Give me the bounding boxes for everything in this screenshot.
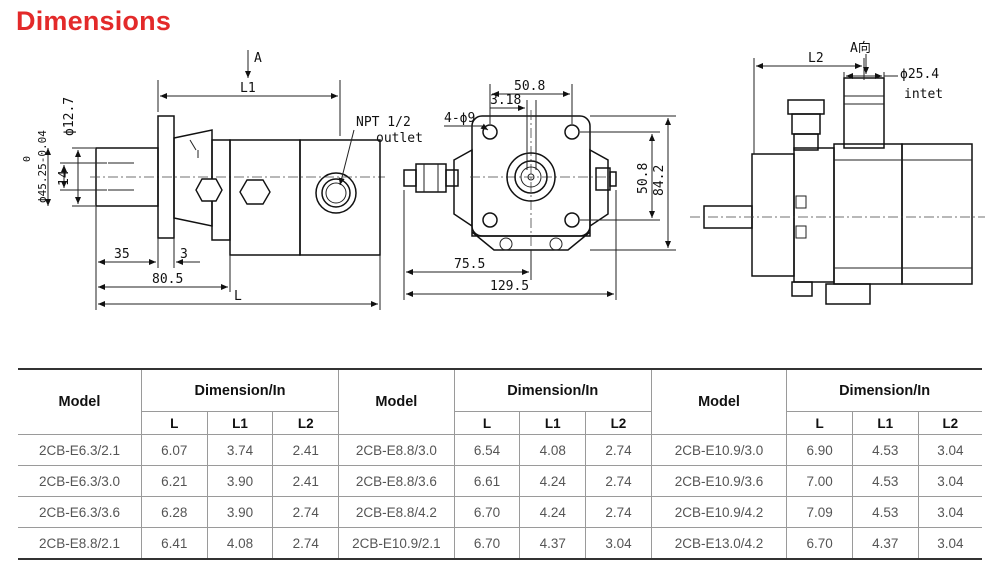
model-cell: 2CB-E10.9/3.0 (650, 434, 788, 466)
value-cell: 3.04 (917, 465, 982, 497)
dim-L1: L1 (240, 81, 256, 96)
value-cell: 6.21 (140, 465, 208, 497)
model-cell: 2CB-E8.8/2.1 (18, 527, 142, 560)
dim-L: L (234, 289, 242, 304)
dim-129-5: 129.5 (490, 279, 529, 294)
dim-3: 3 (180, 247, 188, 262)
value-cell: 3.04 (917, 434, 982, 466)
dim-50-8-top: 50.8 (514, 79, 545, 94)
value-cell: 4.08 (206, 527, 274, 560)
value-cell: 6.28 (140, 496, 208, 528)
model-cell: 2CB-E8.8/3.0 (338, 434, 455, 466)
dim-d14: 14 (57, 170, 72, 186)
value-cell: 4.37 (519, 527, 587, 560)
col-L2: L2 (585, 411, 652, 435)
dim-75-5: 75.5 (454, 257, 485, 272)
dim-3-18: 3.18 (490, 93, 521, 108)
col-L: L (141, 411, 208, 435)
dim-d45-tol: 0 (22, 156, 33, 162)
side-view: A L1 NPT 1/2 outlet (22, 50, 423, 310)
value-cell: 3.74 (206, 434, 274, 466)
value-cell: 3.90 (206, 465, 274, 497)
top-view: L2 A向 ϕ25.4 intet (690, 40, 985, 305)
table-row: 2CB-E6.3/3.0 6.21 3.90 2.41 2CB-E8.8/3.6… (18, 465, 982, 497)
model-header: Model (18, 368, 142, 435)
value-cell: 7.00 (786, 465, 853, 497)
value-cell: 2.74 (585, 434, 652, 466)
value-cell: 6.41 (140, 527, 208, 560)
value-cell: 4.53 (851, 496, 919, 528)
value-cell: 6.70 (786, 527, 853, 560)
value-cell: 2.74 (272, 527, 340, 560)
dim-80-5: 80.5 (152, 272, 183, 287)
value-cell: 4.53 (851, 465, 919, 497)
model-cell: 2CB-E8.8/3.6 (338, 465, 455, 497)
dim-d12: ϕ12.7 (62, 97, 77, 136)
value-cell: 6.70 (453, 527, 521, 560)
value-cell: 2.74 (272, 496, 340, 528)
table-row: 2CB-E6.3/3.6 6.28 3.90 2.74 2CB-E8.8/4.2… (18, 496, 982, 528)
col-L2: L2 (272, 411, 340, 435)
value-cell: 6.07 (140, 434, 208, 466)
col-L1: L1 (851, 411, 919, 435)
value-cell: 6.54 (453, 434, 521, 466)
value-cell: 2.41 (272, 465, 340, 497)
model-header: Model (650, 368, 788, 435)
value-cell: 3.04 (917, 496, 982, 528)
value-cell: 6.61 (453, 465, 521, 497)
col-L: L (786, 411, 853, 435)
dimensions-table: Model Dimension/In Model Dimension/In Mo… (18, 368, 982, 560)
value-cell: 4.08 (519, 434, 587, 466)
value-cell: 4.37 (851, 527, 919, 560)
model-cell: 2CB-E6.3/3.6 (18, 496, 142, 528)
view-a-label: A向 (850, 40, 871, 56)
inlet-label: intet (904, 87, 943, 102)
dim-84-2: 84.2 (652, 165, 667, 196)
value-cell: 7.09 (786, 496, 853, 528)
value-cell: 3.90 (206, 496, 274, 528)
model-cell: 2CB-E10.9/2.1 (338, 527, 455, 560)
value-cell: 4.53 (851, 434, 919, 466)
table-row: 2CB-E6.3/2.1 6.07 3.74 2.41 2CB-E8.8/3.0… (18, 434, 982, 466)
model-header: Model (338, 368, 455, 435)
dimension-header: Dimension/In (140, 368, 340, 412)
col-L2: L2 (917, 411, 982, 435)
model-cell: 2CB-E13.0/4.2 (650, 527, 788, 560)
dim-35: 35 (114, 247, 130, 262)
page-title: Dimensions (16, 6, 172, 36)
npt-label: NPT 1/2 (356, 115, 411, 130)
value-cell: 2.41 (272, 434, 340, 466)
dim-50-8-side: 50.8 (636, 163, 651, 194)
model-cell: 2CB-E10.9/4.2 (650, 496, 788, 528)
dimension-header: Dimension/In (786, 368, 982, 412)
model-cell: 2CB-E8.8/4.2 (338, 496, 455, 528)
dim-holes: 4-ϕ9 (444, 111, 475, 126)
table-row: 2CB-E8.8/2.1 6.41 4.08 2.74 2CB-E10.9/2.… (18, 527, 982, 560)
col-L1: L1 (206, 411, 274, 435)
dim-d45: ϕ45.25-0.04 (36, 130, 49, 203)
front-view: 50.8 3.18 4-ϕ9 50.8 84.2 75.5 129.5 (403, 79, 676, 300)
outlet-label: outlet (376, 131, 423, 146)
value-cell: 6.90 (786, 434, 853, 466)
value-cell: 2.74 (585, 496, 652, 528)
value-cell: 4.24 (519, 496, 587, 528)
view-arrow-label: A (254, 51, 262, 66)
value-cell: 2.74 (585, 465, 652, 497)
model-cell: 2CB-E6.3/2.1 (18, 434, 142, 466)
dim-L2: L2 (808, 51, 824, 66)
value-cell: 4.24 (519, 465, 587, 497)
dimension-header: Dimension/In (453, 368, 652, 412)
dim-d25-4: ϕ25.4 (900, 67, 939, 82)
model-cell: 2CB-E10.9/3.6 (650, 465, 788, 497)
model-cell: 2CB-E6.3/3.0 (18, 465, 142, 497)
value-cell: 6.70 (453, 496, 521, 528)
col-L1: L1 (519, 411, 587, 435)
value-cell: 3.04 (585, 527, 652, 560)
value-cell: 3.04 (917, 527, 982, 560)
col-L: L (453, 411, 521, 435)
technical-drawing: A L1 NPT 1/2 outlet (22, 40, 985, 310)
